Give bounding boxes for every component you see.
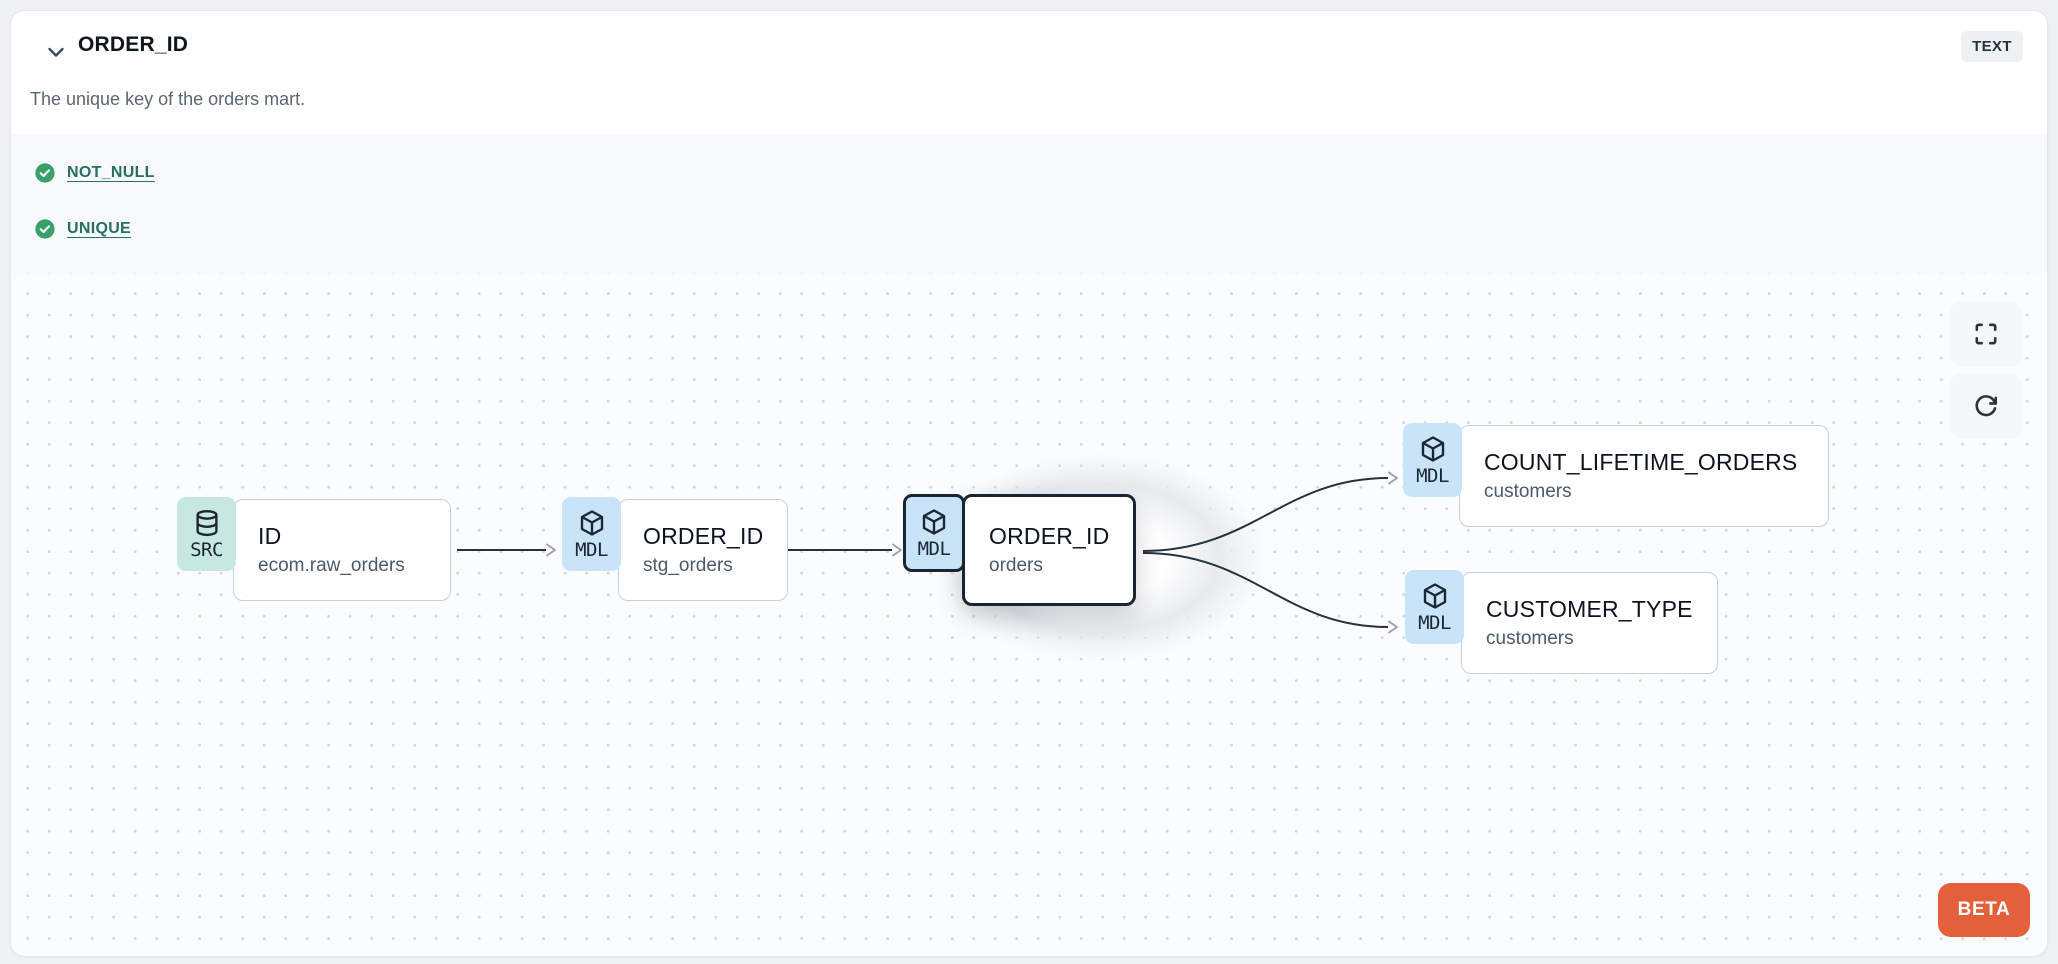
- tests-section: NOT_NULL UNIQUE: [11, 134, 2047, 273]
- refresh-button[interactable]: [1950, 373, 2022, 439]
- node-subtitle: ecom.raw_orders: [258, 555, 405, 576]
- node-card: ORDER_ID stg_orders: [618, 499, 789, 601]
- lineage-node-count-lifetime-orders[interactable]: MDL COUNT_LIFETIME_ORDERS customers: [1403, 423, 1829, 527]
- node-badge-label: SRC: [190, 538, 223, 561]
- lineage-node-id-raw-orders[interactable]: SRC ID ecom.raw_orders: [177, 497, 451, 601]
- database-icon: [195, 509, 218, 536]
- node-badge-src: SRC: [177, 497, 236, 571]
- node-badge-label: MDL: [1416, 464, 1449, 487]
- fullscreen-button[interactable]: [1950, 301, 2022, 367]
- node-title: ORDER_ID: [989, 523, 1110, 549]
- node-subtitle: customers: [1484, 481, 1572, 502]
- node-badge-label: MDL: [917, 537, 951, 560]
- check-circle-icon: [34, 162, 56, 184]
- node-title: CUSTOMER_TYPE: [1486, 596, 1693, 622]
- column-title: ORDER_ID: [78, 33, 189, 56]
- node-title: ID: [258, 523, 282, 549]
- node-badge-mdl: MDL: [1403, 423, 1462, 497]
- node-badge-label: MDL: [1418, 611, 1451, 634]
- node-subtitle: stg_orders: [643, 555, 733, 576]
- node-badge-mdl: MDL: [903, 494, 965, 572]
- node-subtitle: customers: [1486, 628, 1574, 649]
- lineage-node-customer-type[interactable]: MDL CUSTOMER_TYPE customers: [1405, 570, 1718, 674]
- check-circle-icon: [34, 218, 56, 240]
- test-row-not-null: NOT_NULL: [34, 158, 2047, 188]
- collapse-toggle[interactable]: [41, 37, 71, 67]
- node-card: COUNT_LIFETIME_ORDERS customers: [1459, 425, 1829, 527]
- lineage-node-order-id-orders-selected[interactable]: MDL ORDER_ID orders: [903, 494, 1137, 606]
- node-card: ID ecom.raw_orders: [233, 499, 451, 601]
- node-title: COUNT_LIFETIME_ORDERS: [1484, 449, 1798, 475]
- maximize-icon: [1975, 323, 1997, 345]
- panel-header: ORDER_ID TEXT: [11, 11, 2047, 81]
- cube-icon: [1423, 582, 1446, 609]
- node-badge-mdl: MDL: [562, 497, 621, 571]
- column-type-badge: TEXT: [1961, 31, 2023, 62]
- node-title: ORDER_ID: [643, 523, 764, 549]
- refresh-icon: [1975, 395, 1998, 417]
- node-card: CUSTOMER_TYPE customers: [1461, 572, 1718, 674]
- column-description: The unique key of the orders mart.: [30, 89, 306, 109]
- node-badge-mdl: MDL: [1405, 570, 1464, 644]
- beta-badge: BETA: [1938, 883, 2030, 937]
- cube-icon: [922, 508, 946, 535]
- test-link-not-null[interactable]: NOT_NULL: [67, 164, 155, 181]
- cube-icon: [580, 509, 603, 536]
- node-subtitle: orders: [989, 555, 1043, 576]
- node-card: ORDER_ID orders: [962, 494, 1137, 606]
- node-badge-label: MDL: [575, 538, 608, 561]
- chevron-down-icon: [48, 47, 64, 57]
- test-link-unique[interactable]: UNIQUE: [67, 220, 132, 237]
- cube-icon: [1421, 435, 1444, 462]
- test-row-unique: UNIQUE: [34, 214, 2047, 244]
- lineage-node-order-id-stg-orders[interactable]: MDL ORDER_ID stg_orders: [562, 497, 789, 601]
